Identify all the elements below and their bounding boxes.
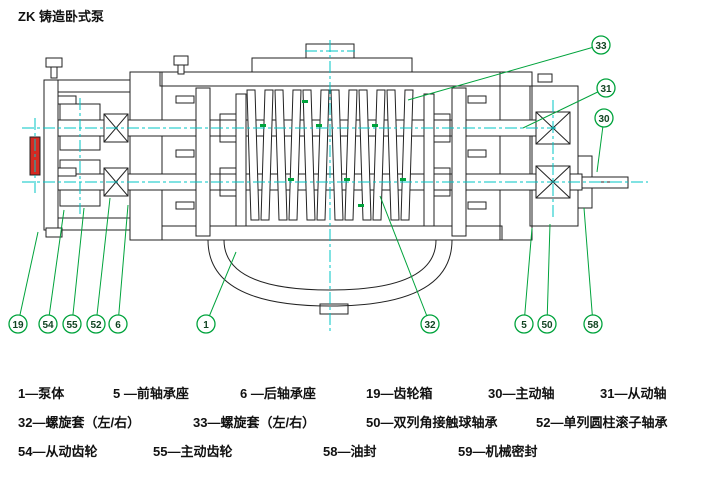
svg-text:30: 30 <box>598 114 610 125</box>
callout-1: 1 <box>196 251 237 334</box>
svg-text:58: 58 <box>587 320 599 331</box>
callout-54: 54 <box>38 209 65 334</box>
legend-item-59: 59—机械密封 <box>458 444 538 459</box>
screw-rotors <box>219 89 451 227</box>
svg-text:31: 31 <box>600 84 612 95</box>
callout-5: 5 <box>514 227 534 334</box>
callout-55: 55 <box>62 207 85 334</box>
casing-bottom-wall <box>161 225 503 241</box>
legend-item-50: 50—双列角接触球轴承 <box>366 415 498 430</box>
legend-item-5: 5 —前轴承座 <box>113 386 189 401</box>
legend-item-32: 32—螺旋套（左/右） <box>18 415 141 430</box>
svg-text:50: 50 <box>541 320 553 331</box>
callout-58: 58 <box>583 207 603 334</box>
svg-text:52: 52 <box>90 320 102 331</box>
svg-text:19: 19 <box>12 320 24 331</box>
svg-text:55: 55 <box>66 320 78 331</box>
legend-item-30: 30—主动轴 <box>488 386 555 401</box>
svg-text:5: 5 <box>521 320 527 331</box>
callout-6: 6 <box>108 204 129 334</box>
internal-flanges <box>175 87 487 237</box>
bearing-housing <box>529 85 593 227</box>
legend-item-58: 58—油封 <box>323 444 377 459</box>
legend-item-33: 33—螺旋套（左/右） <box>193 415 316 430</box>
pump-casing <box>129 43 533 315</box>
svg-text:33: 33 <box>595 41 607 52</box>
casing-left-wall <box>129 71 163 241</box>
legend-item-55: 55—主动齿轮 <box>153 444 233 459</box>
svg-text:32: 32 <box>424 320 436 331</box>
centerlines <box>22 40 648 332</box>
legend-item-6: 6 —后轴承座 <box>240 386 316 401</box>
casing-sump <box>207 239 453 307</box>
casing-right-wall <box>499 71 533 241</box>
callout-19: 19 <box>8 231 39 334</box>
callout-52: 52 <box>86 197 111 334</box>
bolts <box>45 55 553 238</box>
callout-31: 31 <box>522 78 616 129</box>
callout-50: 50 <box>537 223 557 334</box>
svg-text:54: 54 <box>42 320 54 331</box>
callout-33: 33 <box>407 35 611 101</box>
legend-item-54: 54—从动齿轮 <box>18 444 98 459</box>
legend-item-52: 52—单列圆柱滚子轴承 <box>536 415 668 430</box>
svg-text:1: 1 <box>203 320 209 331</box>
svg-text:6: 6 <box>115 320 121 331</box>
callouts: 33 31 30 19 54 <box>8 35 616 334</box>
legend-item-1: 1—泵体 <box>18 386 65 401</box>
callout-30: 30 <box>594 108 614 173</box>
casing-top-wall <box>159 71 533 87</box>
callout-32: 32 <box>379 195 440 334</box>
legend-item-19: 19—齿轮箱 <box>366 386 433 401</box>
drawing-title: ZK 铸造卧式泵 <box>18 9 104 24</box>
legend-item-31: 31—从动轴 <box>600 386 667 401</box>
